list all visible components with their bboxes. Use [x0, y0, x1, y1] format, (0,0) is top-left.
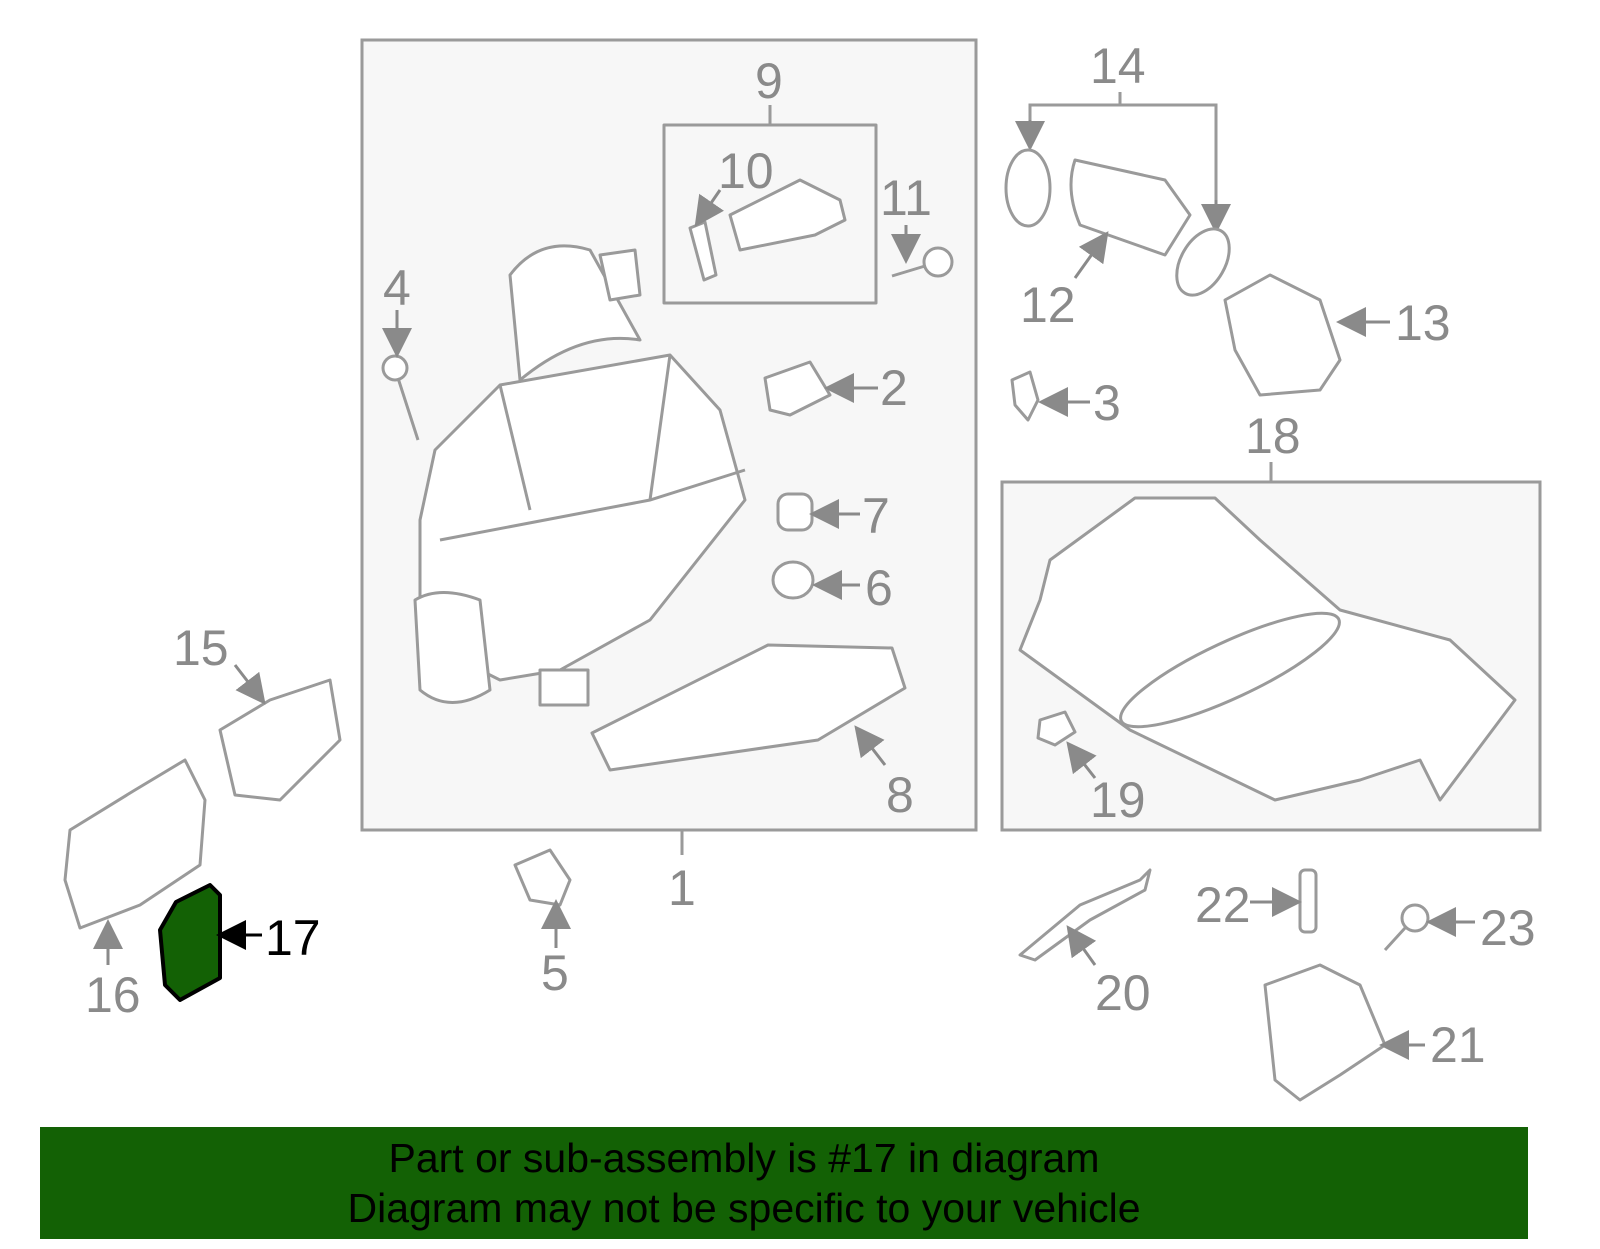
part-21 — [1263, 963, 1387, 1102]
label-19: 19 — [1090, 772, 1146, 828]
part-7 — [776, 492, 814, 532]
label-15: 15 — [173, 620, 229, 676]
banner-line-2: Diagram may not be specific to your vehi… — [347, 1185, 1141, 1231]
label-2: 2 — [880, 360, 908, 416]
part-3 — [1010, 370, 1040, 422]
label-10: 10 — [718, 143, 774, 199]
label-12: 12 — [1020, 277, 1076, 333]
label-18: 18 — [1245, 408, 1301, 464]
part-17-highlighted[interactable] — [158, 883, 222, 1002]
label-13: 13 — [1395, 295, 1451, 351]
banner-line-1: Part or sub-assembly is #17 in diagram — [388, 1135, 1100, 1181]
part-14-clamp — [1004, 148, 1052, 228]
part-22 — [1298, 868, 1318, 934]
part-23-bolt — [1400, 903, 1430, 933]
label-4: 4 — [383, 260, 411, 316]
part-16-duct — [63, 758, 207, 930]
label-22: 22 — [1195, 877, 1251, 933]
label-1: 1 — [668, 860, 696, 916]
label-5: 5 — [541, 945, 569, 1001]
part-14-clamp — [1175, 227, 1231, 297]
part-18-engine-cover — [1018, 496, 1517, 802]
part-20-bracket — [1018, 868, 1152, 962]
part-15-duct — [218, 678, 342, 802]
label-11: 11 — [880, 170, 932, 226]
label-20: 20 — [1095, 965, 1151, 1021]
label-8: 8 — [886, 767, 914, 823]
label-14: 14 — [1090, 38, 1146, 94]
part-12-hose — [1069, 158, 1192, 257]
air-cleaner-housing — [413, 244, 747, 707]
label-3: 3 — [1093, 375, 1121, 431]
part-13 — [1223, 273, 1342, 397]
label-6: 6 — [865, 560, 893, 616]
info-banner: Part or sub-assembly is #17 in diagram D… — [40, 1127, 1528, 1239]
label-23: 23 — [1480, 900, 1536, 956]
part-4-bolt — [381, 310, 420, 441]
label-7: 7 — [862, 488, 890, 544]
part-5 — [513, 848, 572, 907]
label-21: 21 — [1430, 1017, 1486, 1073]
label-16: 16 — [85, 967, 141, 1023]
label-9: 9 — [755, 53, 783, 109]
part-11-screw — [891, 225, 954, 278]
part-19-nut — [1036, 710, 1077, 747]
part-2 — [763, 360, 832, 417]
label-17[interactable]: 17 — [265, 910, 321, 966]
part-6 — [771, 560, 815, 600]
part-8-air-filter — [590, 643, 907, 772]
